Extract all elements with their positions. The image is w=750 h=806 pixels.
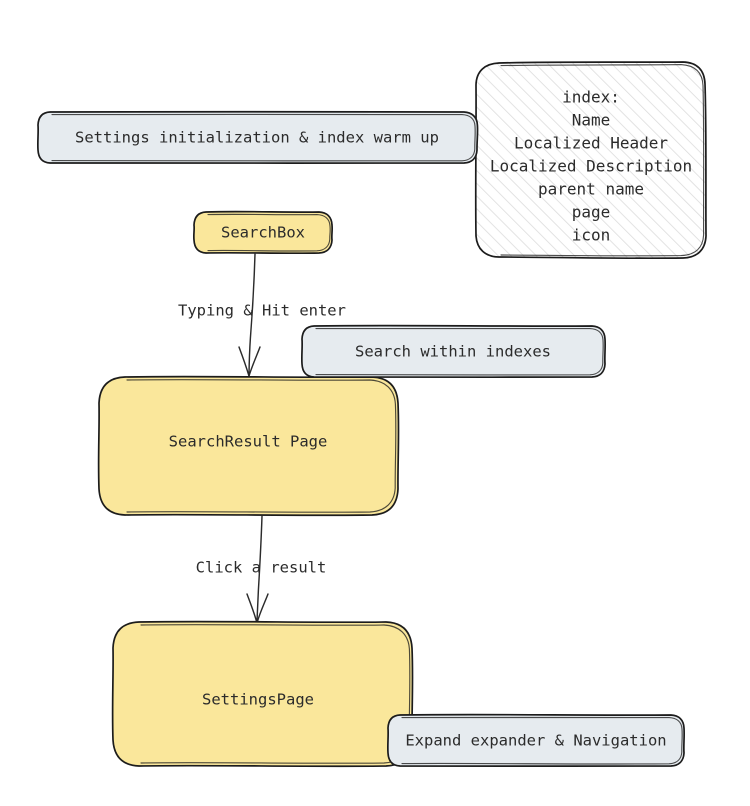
node-searchbox[interactable]: SearchBox xyxy=(192,210,334,255)
edge-click-label: Click a result xyxy=(196,559,327,577)
node-settingspage[interactable]: SettingsPage xyxy=(111,620,414,768)
annotation-search-note: Search within indexes xyxy=(300,324,607,379)
index-line-2: Localized Header xyxy=(514,134,668,153)
edge-click-a-result: Click a result xyxy=(196,515,327,624)
node-searchresult-page[interactable]: SearchResult Page xyxy=(97,375,400,517)
node-settingspage-label: SettingsPage xyxy=(202,691,314,709)
index-line-3: Localized Description xyxy=(490,157,692,176)
edge-typing-hit-enter: Typing & Hit enter xyxy=(178,253,346,377)
index-line-1: Name xyxy=(572,111,611,130)
node-searchresult-page-label: SearchResult Page xyxy=(169,433,328,451)
index-line-0: index: xyxy=(562,88,620,107)
node-searchbox-label: SearchBox xyxy=(221,224,305,242)
index-line-5: page xyxy=(572,203,611,222)
index-line-6: icon xyxy=(572,226,611,245)
annotation-init-note: Settings initialization & index warm up xyxy=(36,110,479,165)
index-box: index: Name Localized Header Localized D… xyxy=(474,61,707,260)
annotation-init-note-label: Settings initialization & index warm up xyxy=(75,129,439,147)
index-line-4: parent name xyxy=(538,180,644,199)
annotation-search-note-label: Search within indexes xyxy=(355,343,551,361)
annotation-expand-note-label: Expand expander & Navigation xyxy=(405,732,666,750)
edge-typing-label: Typing & Hit enter xyxy=(178,302,346,320)
annotation-expand-note: Expand expander & Navigation xyxy=(386,713,686,768)
